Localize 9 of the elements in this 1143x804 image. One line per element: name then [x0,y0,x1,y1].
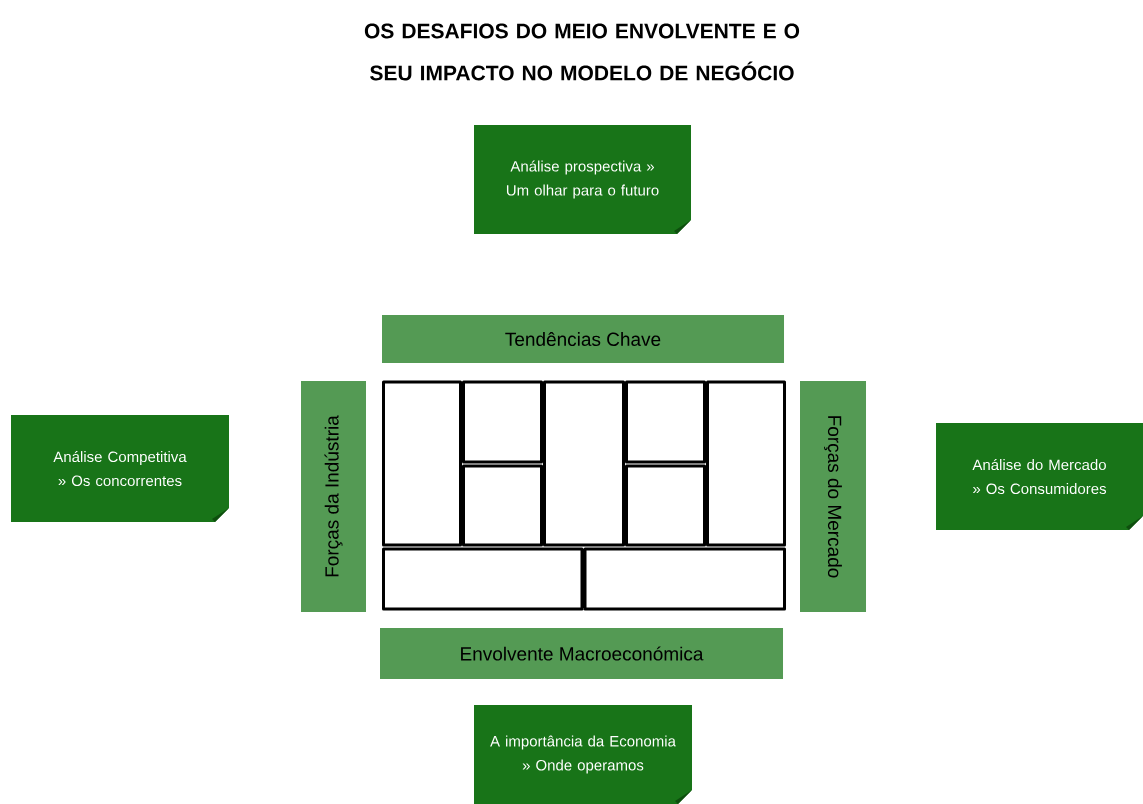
label-band: Forças do Mercado [800,381,866,612]
note-box: Análise Competitiva » Os concorrentes [11,415,229,522]
note-box: A importância da Economia » Onde operamos [474,705,692,804]
label-band: Tendências Chave [382,315,784,363]
note-box: Análise prospectiva » Um olhar para o futuro [474,125,691,234]
title: OS DESAFIOS DO MEIO ENVOLVENTE E O SEU IMPACTO NO MODELO DE NEGÓCIO [364,23,800,81]
note-box: Análise do Mercado » Os Consumidores [936,423,1143,530]
label-band: Envolvente Macroeconómica [380,628,783,679]
label-band: Forças da Indústria [301,381,366,612]
